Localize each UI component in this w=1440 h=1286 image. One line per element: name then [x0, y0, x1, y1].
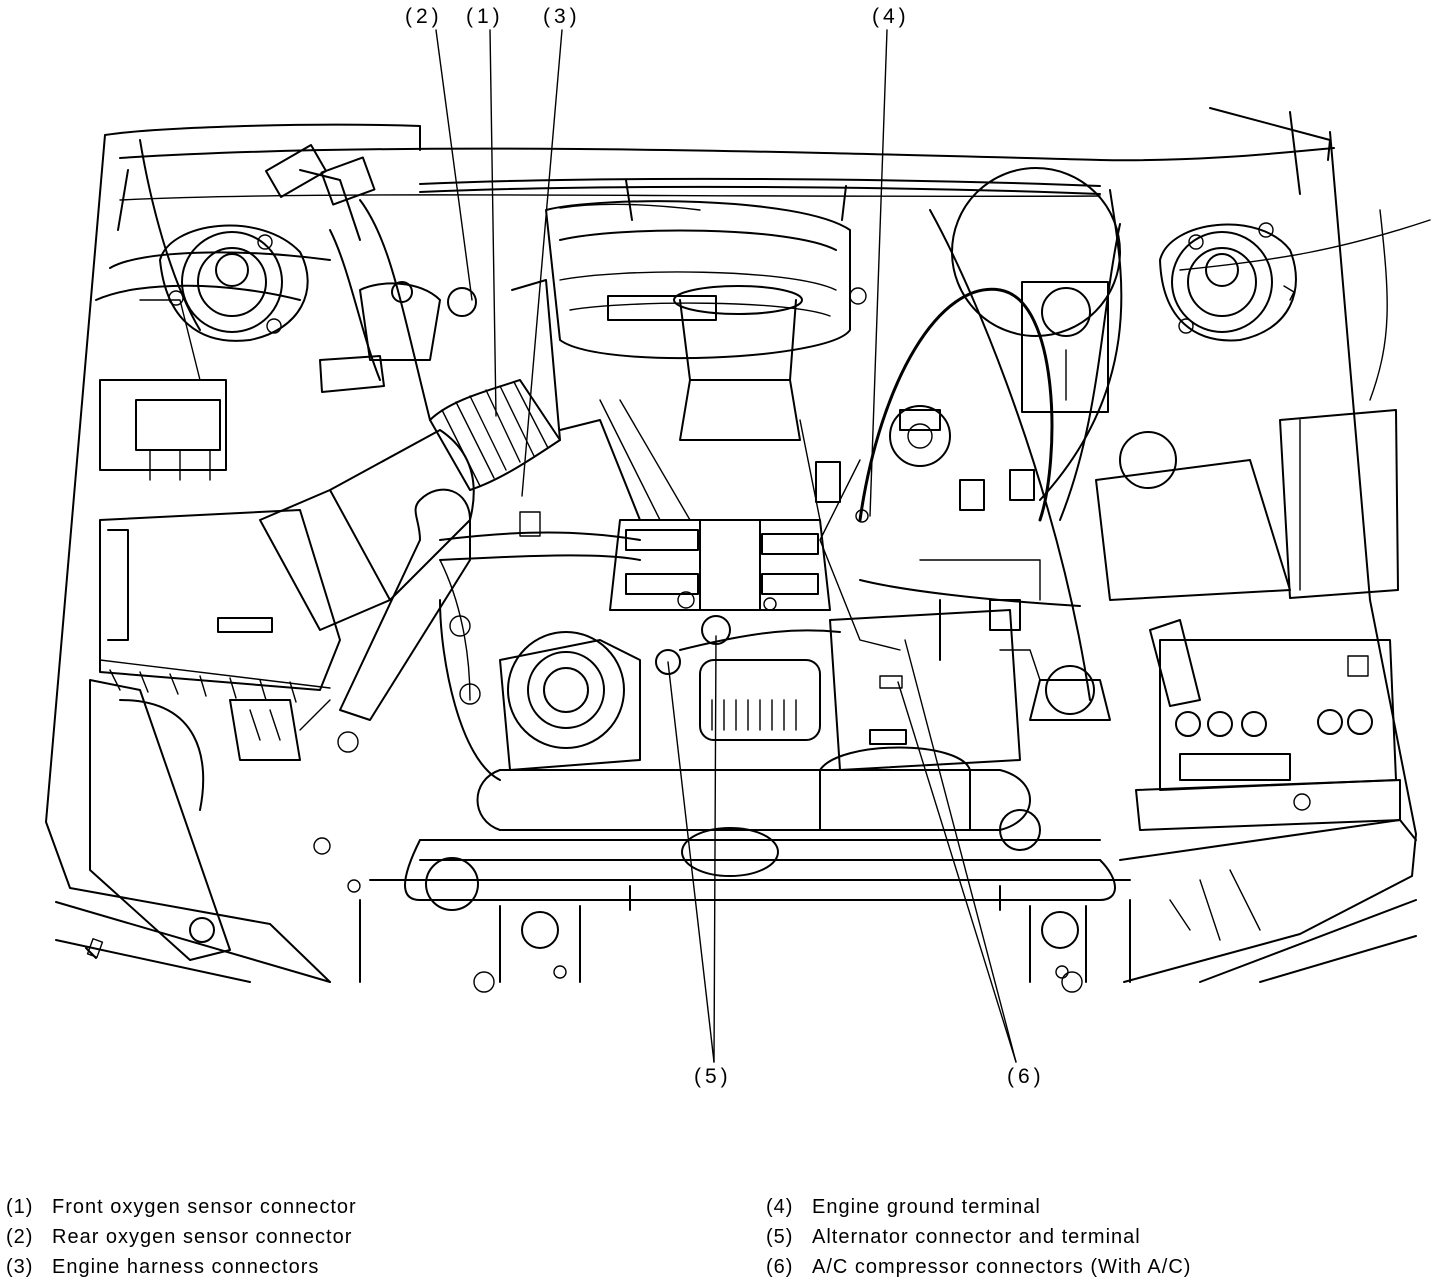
legend-item-2: (2) Rear oxygen sensor connector — [6, 1222, 606, 1252]
engine-bay-outline — [45, 107, 1431, 983]
leader-line-5a — [667, 661, 715, 1063]
leader-line-5b — [713, 635, 717, 1063]
legend-text: Alternator connector and terminal — [812, 1226, 1141, 1248]
leader-line-6b — [897, 681, 1017, 1063]
callout-label-6: (6) — [1007, 1065, 1045, 1088]
legend-text: A/C compressor connectors (With A/C) — [812, 1256, 1192, 1278]
leader-lines — [435, 29, 1017, 1063]
callout-labels: (2) (1) (3) (4) (5) (6) — [405, 5, 1045, 1088]
right-engine-components — [819, 167, 1417, 941]
leader-line-2 — [435, 29, 473, 301]
engine-center — [439, 285, 831, 611]
intake-manifold-cover — [419, 177, 1101, 360]
crank-and-belt — [359, 769, 1131, 993]
left-strut-tower — [159, 224, 309, 342]
bay-frame-right — [1123, 131, 1417, 983]
legend-item-5: (5) Alternator connector and terminal — [766, 1222, 1426, 1252]
legend-item-3: (3) Engine harness connectors — [6, 1252, 606, 1282]
bay-frame-left — [45, 123, 421, 983]
legend-number: (2) — [6, 1226, 34, 1248]
right-strut-tower — [1159, 222, 1297, 342]
leader-line-1 — [489, 29, 497, 417]
legend-text: Engine ground terminal — [812, 1196, 1041, 1218]
legend-text: Engine harness connectors — [52, 1256, 320, 1278]
legend-item-4: (4) Engine ground terminal — [766, 1192, 1426, 1222]
callout-label-4: (4) — [872, 5, 910, 28]
legend-number: (5) — [766, 1226, 794, 1248]
legend-number: (6) — [766, 1256, 794, 1278]
legend-text: Front oxygen sensor connector — [52, 1196, 357, 1218]
legend-left: (1) Front oxygen sensor connector (2) Re… — [6, 1192, 606, 1282]
legend-number: (4) — [766, 1196, 794, 1218]
legend-number: (3) — [6, 1256, 34, 1278]
callout-label-3: (3) — [543, 5, 581, 28]
legend-item-1: (1) Front oxygen sensor connector — [6, 1192, 606, 1222]
top-cowl — [119, 147, 1335, 162]
legend-number: (1) — [6, 1196, 34, 1218]
callout-label-1: (1) — [466, 5, 504, 28]
legend-right: (4) Engine ground terminal (5) Alternato… — [766, 1192, 1426, 1282]
leader-line-3 — [521, 29, 563, 497]
alternator — [499, 615, 841, 771]
callout-label-5: (5) — [694, 1065, 732, 1088]
leader-line-4 — [869, 29, 888, 517]
legend-item-6: (6) A/C compressor connectors (With A/C) — [766, 1252, 1426, 1282]
air-filter-box — [99, 299, 475, 753]
intake-bellows — [429, 279, 561, 491]
left-lower-bracket — [89, 679, 361, 961]
wiring-harnesses — [139, 139, 1041, 781]
legend-text: Rear oxygen sensor connector — [52, 1226, 353, 1248]
callout-label-2: (2) — [405, 5, 443, 28]
leader-line-6a — [904, 639, 1017, 1063]
